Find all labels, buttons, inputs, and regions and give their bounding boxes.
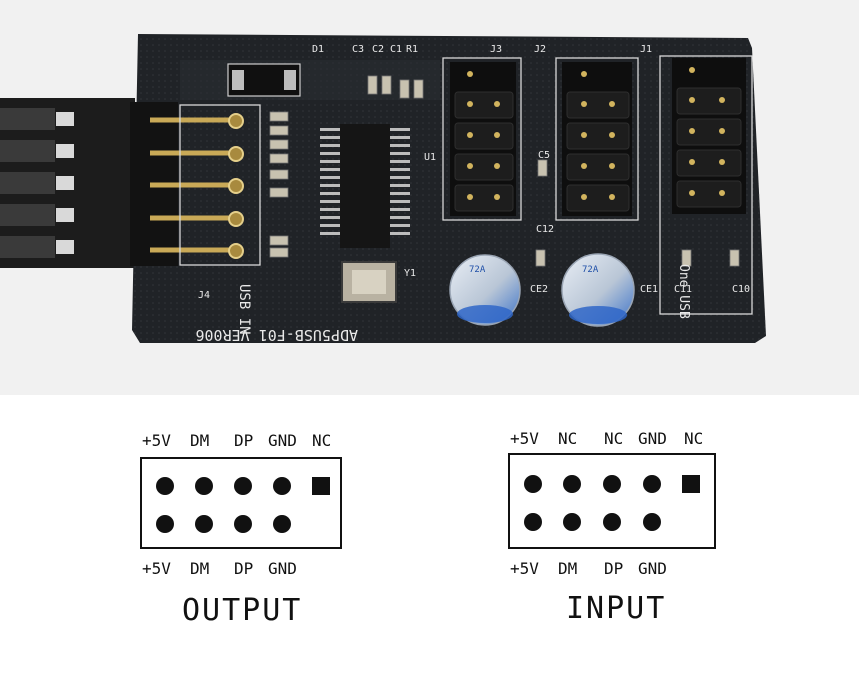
label-u1: U1	[424, 152, 436, 163]
input-top-label-1: +5V	[510, 429, 539, 448]
label-ce2: CE2	[530, 284, 548, 295]
label-c2: C2	[372, 44, 384, 55]
output-top-label-2: DM	[190, 431, 210, 450]
product-photo: ADP5USB-F01 VER006 USB IN One USB J4 J3 …	[0, 0, 859, 395]
input-pin-dp-bottom	[603, 513, 621, 531]
input-top-label-5: NC	[684, 429, 704, 448]
label-c10: C10	[732, 284, 750, 295]
input-bottom-label-1: +5V	[510, 559, 539, 578]
label-c3: C3	[352, 44, 364, 55]
capacitor-ce1	[561, 253, 635, 327]
label-c11: C11	[674, 284, 692, 295]
input-pin-nc1-top	[563, 475, 581, 493]
one-usb-silkscreen: One USB	[676, 264, 691, 319]
output-pin-gnd-top	[273, 477, 291, 495]
input-bottom-label-3: DP	[604, 559, 624, 578]
output-title: OUTPUT	[182, 593, 303, 628]
label-j3: J3	[490, 44, 502, 55]
output-top-label-5: NC	[312, 431, 332, 450]
output-pin-nc-square	[312, 477, 330, 495]
input-pin-5v-top	[524, 475, 542, 493]
output-pin-dm-top	[195, 477, 213, 495]
output-bottom-label-4: GND	[268, 559, 297, 578]
label-c12: C12	[536, 224, 554, 235]
label-d1: D1	[312, 44, 324, 55]
label-c1: C1	[390, 44, 402, 55]
pcb-illustration: ADP5USB-F01 VER006 USB IN One USB J4 J3 …	[0, 34, 766, 344]
output-pin-dp-bottom	[234, 515, 252, 533]
input-pin-5v-bottom	[524, 513, 542, 531]
input-title: INPUT	[566, 591, 667, 626]
output-pin-5v-top	[156, 477, 174, 495]
output-bottom-label-1: +5V	[142, 559, 171, 578]
input-bottom-label-4: GND	[638, 559, 667, 578]
label-j4: J4	[198, 290, 210, 301]
capacitor-ce2	[449, 254, 521, 326]
label-ce1: CE1	[640, 284, 658, 295]
output-top-label-3: DP	[234, 431, 254, 450]
input-pin-gnd-top	[643, 475, 661, 493]
output-bottom-label-3: DP	[234, 559, 254, 578]
output-bottom-label-2: DM	[190, 559, 210, 578]
label-j2: J2	[534, 44, 546, 55]
label-y1: Y1	[404, 268, 416, 279]
capacitor-marking-ce1: 72A	[582, 265, 599, 275]
input-pin-gnd-bottom	[643, 513, 661, 531]
output-pin-5v-bottom	[156, 515, 174, 533]
output-header-outline	[140, 457, 342, 549]
label-j1: J1	[640, 44, 652, 55]
input-top-label-3: NC	[604, 429, 624, 448]
input-pin-nc2-top	[603, 475, 621, 493]
input-header-outline	[508, 453, 716, 549]
output-pin-dm-bottom	[195, 515, 213, 533]
input-top-label-4: GND	[638, 429, 667, 448]
capacitor-marking-ce2: 72A	[469, 265, 486, 275]
output-top-label-4: GND	[268, 431, 297, 450]
input-pin-nc-square	[682, 475, 700, 493]
output-top-label-1: +5V	[142, 431, 171, 450]
input-bottom-label-2: DM	[558, 559, 578, 578]
label-c5: C5	[538, 150, 550, 161]
output-pin-gnd-bottom	[273, 515, 291, 533]
label-r1: R1	[406, 44, 418, 55]
input-top-label-2: NC	[558, 429, 578, 448]
output-pin-dp-top	[234, 477, 252, 495]
pinout-diagram-area: +5V DM DP GND NC +5V DM DP GND OUTPUT +5…	[0, 395, 859, 679]
board-model-silkscreen: ADP5USB-F01 VER006	[195, 326, 358, 344]
input-pin-dm-bottom	[563, 513, 581, 531]
usb-in-silkscreen: USB IN	[236, 284, 252, 335]
